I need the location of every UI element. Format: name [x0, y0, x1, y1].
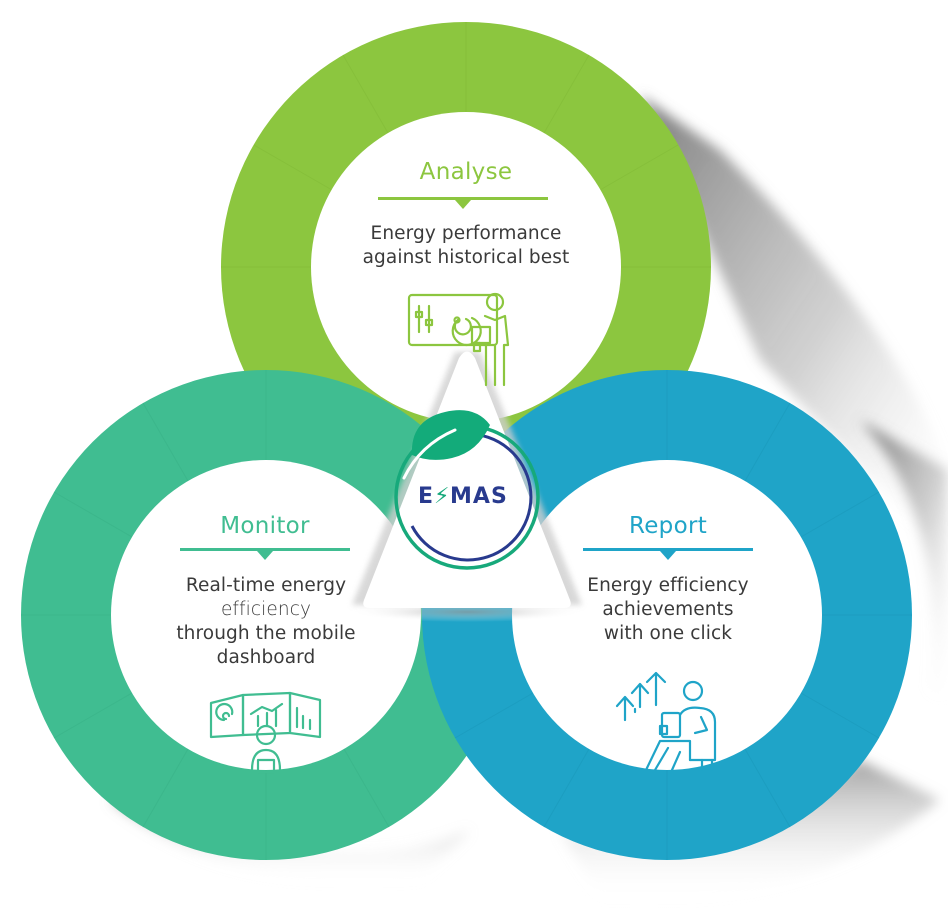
green-circle-shadow — [640, 95, 948, 560]
logo-text-mas: MAS — [450, 484, 508, 509]
report-desc-line-3: with one click — [603, 623, 733, 644]
analyse-desc-line-2: against historical best — [362, 247, 570, 268]
analyse-description: Energy performance against historical be… — [316, 222, 616, 270]
leaf-icon — [411, 410, 490, 460]
monitor-desc-line-2: efficiency — [220, 599, 312, 620]
monitor-section: Monitor — [165, 512, 365, 540]
report-desc-line-1: Energy efficiency — [587, 575, 749, 596]
presenter-whiteboard-icon — [407, 292, 510, 387]
teal-circle-shadow — [110, 790, 470, 884]
lightning-bolt-icon: ⚡ — [434, 484, 451, 509]
analyse-section: Analyse — [366, 158, 566, 186]
report-desc-line-2: achievements — [602, 599, 734, 620]
logo-text-e: E — [418, 484, 435, 509]
report-section: Report — [568, 512, 768, 540]
monitor-ring — [21, 370, 511, 860]
analyse-desc-line-1: Energy performance — [370, 223, 562, 244]
monitor-underline — [180, 548, 350, 551]
report-pointer — [660, 551, 676, 560]
monitor-description: Real-time energy efficiency through the … — [130, 574, 402, 670]
report-ring — [422, 370, 912, 860]
dashboard-monitor-user-icon — [209, 691, 322, 774]
report-heading: Report — [628, 513, 708, 539]
monitor-desc-line-3: through the mobile — [176, 623, 356, 644]
report-description: Energy efficiency achievements with one … — [532, 574, 804, 646]
analyse-pointer — [455, 200, 471, 209]
growth-arrows-reader-icon — [615, 671, 717, 772]
monitor-heading: Monitor — [220, 513, 310, 539]
ermas-logo — [394, 410, 540, 570]
monitor-pointer — [257, 551, 273, 560]
logo-wordmark: E⚡MAS — [418, 484, 508, 510]
monitor-desc-line-4: dashboard — [216, 647, 316, 668]
report-underline — [583, 548, 753, 551]
monitor-desc-line-1: Real-time energy — [185, 575, 347, 596]
analyse-heading: Analyse — [419, 159, 513, 185]
analyse-underline — [378, 197, 548, 200]
